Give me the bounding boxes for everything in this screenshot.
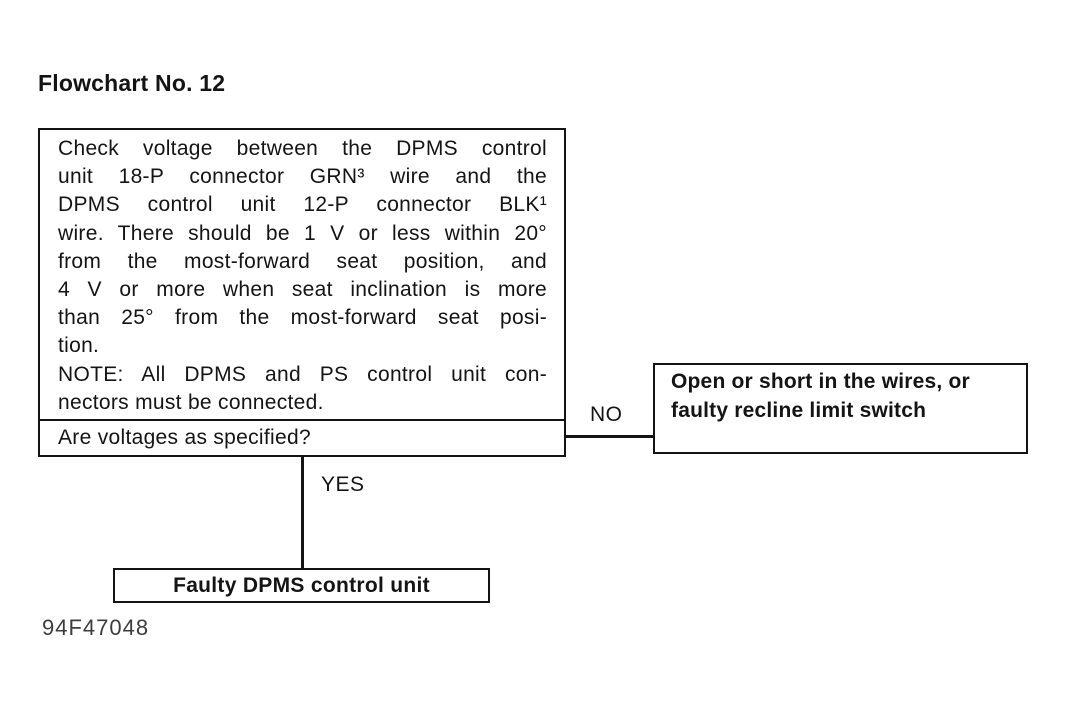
yes-result-text: Faulty DPMS control unit <box>173 573 430 597</box>
no-result-line: faulty recline limit switch <box>671 398 927 422</box>
question-strip: Are voltages as specified? <box>40 419 564 455</box>
instruction-line: wire. There should be 1 V or less within… <box>58 221 547 245</box>
instruction-line: than 25° from the most-forward seat posi… <box>58 306 547 330</box>
check-voltage-instructions: Check voltage between the DPMS control u… <box>40 130 564 419</box>
instruction-line: unit 18-P connector GRN³ wire and the <box>58 165 547 189</box>
instruction-note-line: NOTE: All DPMS and PS control unit con- <box>58 362 547 386</box>
document-code: 94F47048 <box>42 615 150 640</box>
yes-branch-label: YES <box>321 473 365 496</box>
instruction-line: Check voltage between the DPMS control <box>58 137 547 160</box>
instruction-note-line: nectors must be connected. <box>58 390 324 414</box>
instruction-line: 4 V or more when seat inclination is mor… <box>58 278 547 302</box>
instruction-line: from the most-forward seat position, and <box>58 249 547 273</box>
page-title: Flowchart No. 12 <box>38 70 226 96</box>
yes-result-box: Faulty DPMS control unit <box>113 568 490 603</box>
no-branch-label: NO <box>590 403 623 426</box>
no-result-line: Open or short in the wires, or <box>671 370 970 393</box>
no-result-box: Open or short in the wires, or faulty re… <box>653 363 1028 454</box>
question-text: Are voltages as specified? <box>58 426 311 449</box>
no-connector-line <box>564 435 654 438</box>
yes-connector-line <box>301 457 304 569</box>
instruction-line: DPMS control unit 12-P connector BLK¹ <box>58 193 547 217</box>
check-voltage-box: Check voltage between the DPMS control u… <box>38 128 566 457</box>
instruction-line: tion. <box>58 334 100 358</box>
